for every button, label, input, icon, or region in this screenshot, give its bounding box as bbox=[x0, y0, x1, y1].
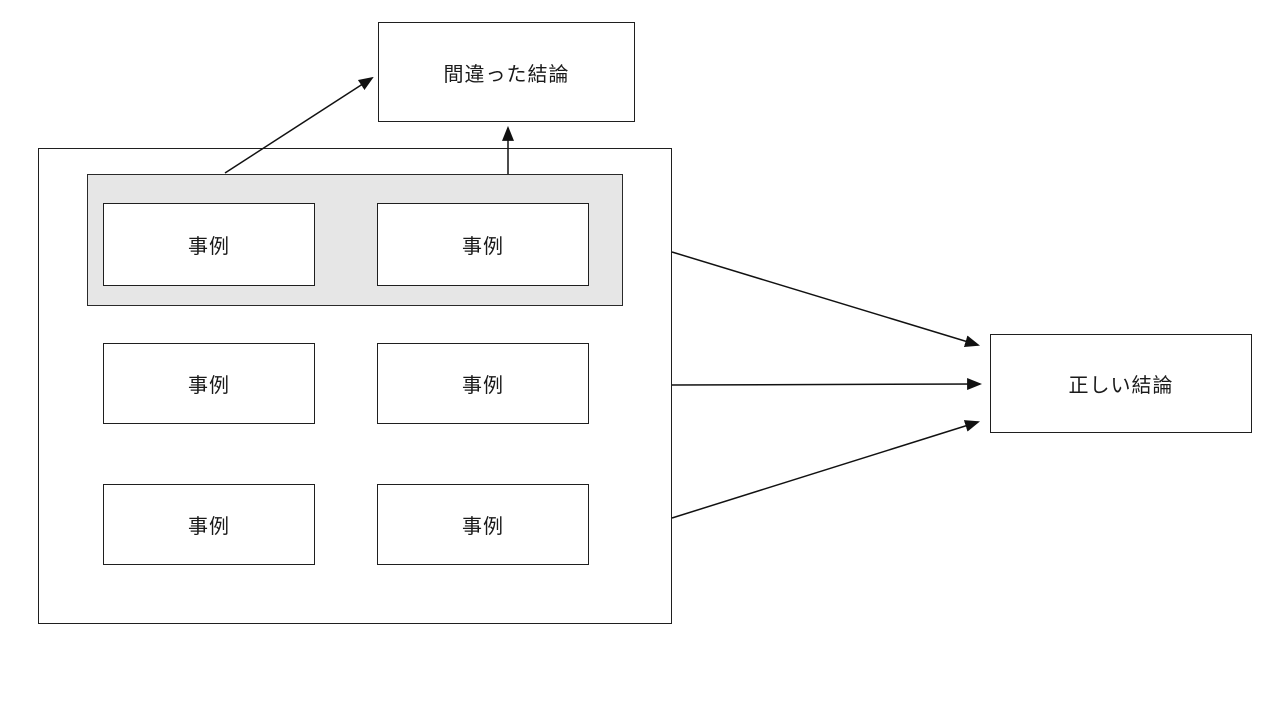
arrow-cases-to-correct-conclusion-middle bbox=[671, 378, 983, 391]
case-label: 事例 bbox=[188, 375, 230, 397]
case-label: 事例 bbox=[462, 375, 504, 397]
case-label: 事例 bbox=[188, 516, 230, 538]
arrow-cases-to-correct-conclusion-bottom bbox=[671, 420, 981, 519]
case-label: 事例 bbox=[462, 516, 504, 538]
wrong-conclusion-label: 間違った結論 bbox=[443, 63, 570, 86]
correct-conclusion-box: 正しい結論 bbox=[990, 334, 1252, 433]
case-box: 事例 bbox=[377, 343, 589, 424]
case-box: 事例 bbox=[103, 343, 315, 424]
wrong-conclusion-box: 間違った結論 bbox=[378, 22, 635, 122]
case-label: 事例 bbox=[462, 236, 504, 258]
case-box: 事例 bbox=[103, 484, 315, 565]
correct-conclusion-label: 正しい結論 bbox=[1068, 375, 1174, 397]
case-box: 事例 bbox=[103, 203, 315, 286]
arrow-cases-to-correct-conclusion-top bbox=[671, 251, 981, 347]
case-box: 事例 bbox=[377, 484, 589, 565]
case-box: 事例 bbox=[377, 203, 589, 286]
case-label: 事例 bbox=[188, 236, 230, 258]
